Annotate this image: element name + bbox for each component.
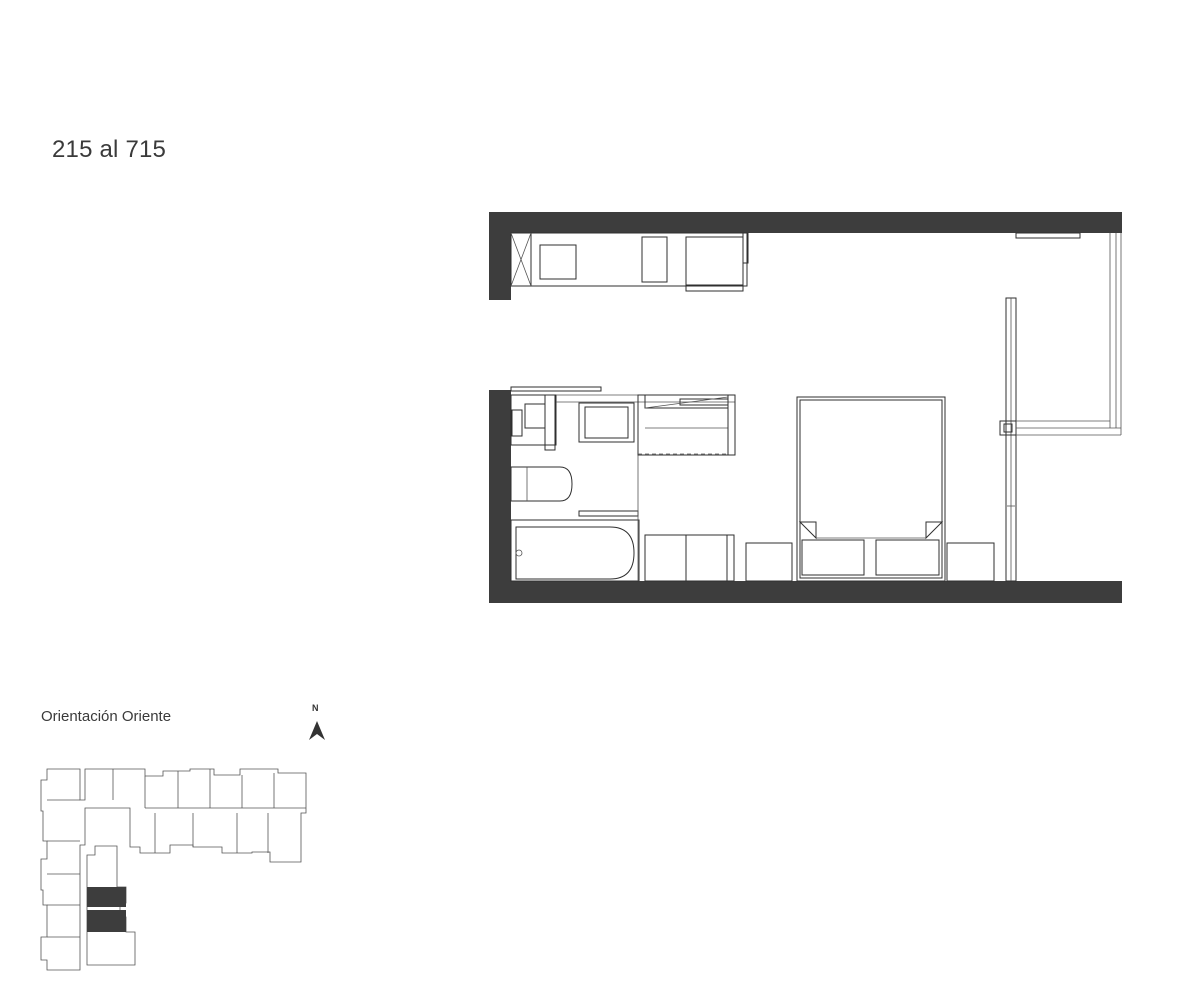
- north-label: N: [312, 703, 319, 713]
- bed: [796, 396, 946, 582]
- balcony-partition: [999, 232, 1122, 582]
- plan-walls: [489, 212, 1122, 603]
- unit-title: 215 al 715: [52, 136, 167, 163]
- key-plan-unit-highlight-lower: [87, 910, 126, 932]
- north-arrow-icon: [309, 721, 325, 740]
- key-plan-unit-highlight-upper: [87, 887, 126, 907]
- bathroom: [510, 386, 735, 582]
- key-plan: [40, 768, 307, 971]
- closet: [637, 394, 736, 456]
- orientation-label: Orientación Oriente: [41, 708, 172, 725]
- kitchen-counter: [510, 232, 749, 292]
- bottom-cabinets: [644, 534, 995, 582]
